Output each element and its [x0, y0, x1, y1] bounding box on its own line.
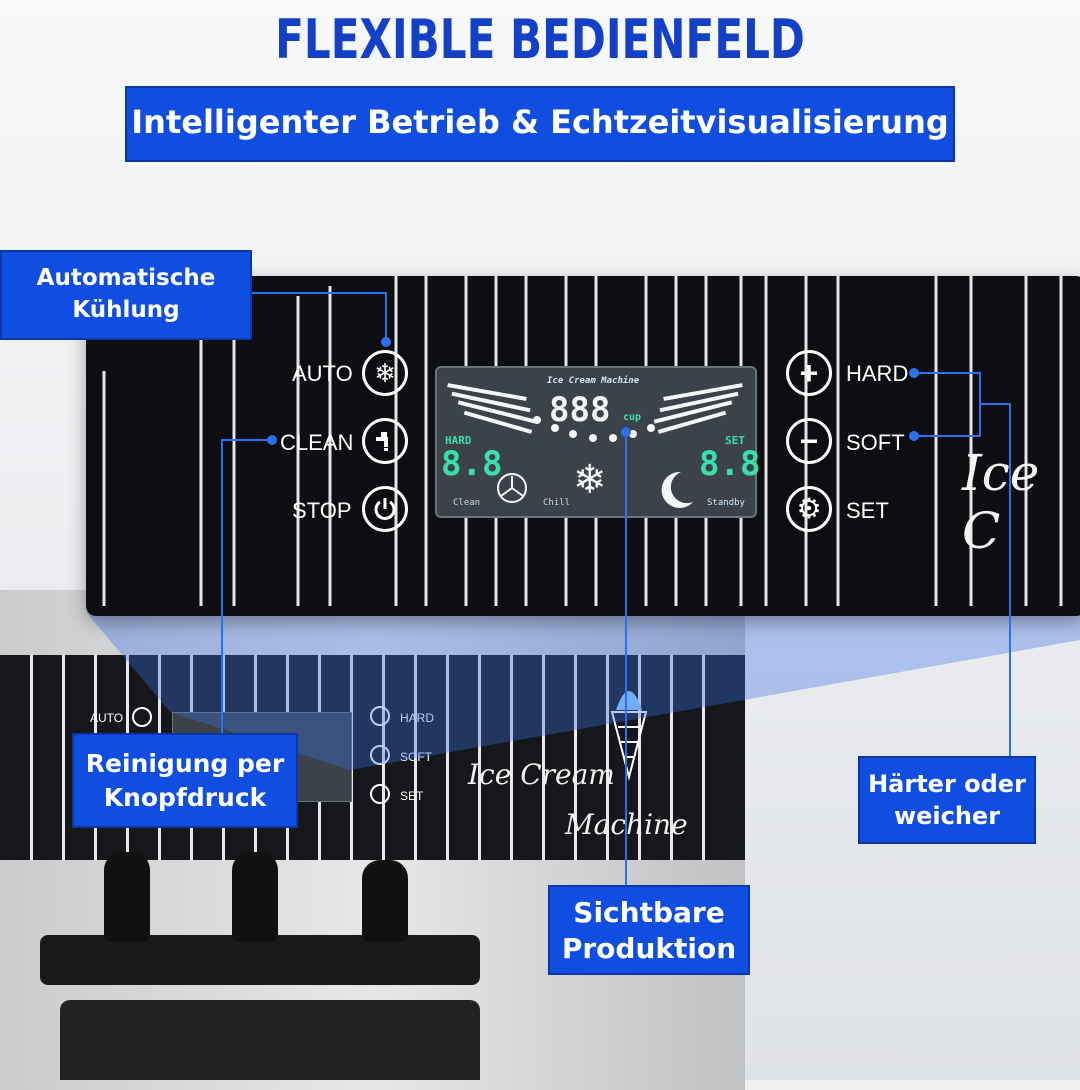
lcd-center-unit: cup — [623, 412, 642, 423]
subtitle-banner: Intelligenter Betrieb & Echtzeitvisualis… — [125, 86, 955, 162]
lcd-set-digits: 8.8 — [699, 444, 761, 484]
dispenser-handle-middle[interactable] — [232, 852, 278, 942]
set-label: SET — [846, 498, 889, 523]
soft-label: SOFT — [846, 430, 905, 455]
soft-button[interactable]: − — [786, 418, 832, 464]
small-snowflake-icon — [132, 707, 152, 727]
dispenser-handle-right[interactable] — [362, 860, 408, 942]
lcd-snowflake-icon: ❄ — [573, 458, 607, 502]
small-soft-label: SOFT — [400, 750, 432, 764]
small-hard-label: HARD — [400, 711, 435, 725]
small-set-label: SET — [400, 789, 424, 803]
lcd-chill-text: Chill — [543, 498, 571, 508]
small-gear-icon — [370, 784, 390, 804]
faucet-icon — [376, 432, 388, 451]
drip-tray — [60, 1000, 480, 1080]
panel-brand-script: Ice C — [962, 444, 1040, 560]
lcd-set-tag: SET — [725, 434, 745, 447]
set-button[interactable]: ⚙ — [786, 486, 832, 532]
clean-button[interactable] — [362, 418, 408, 464]
clean-label: CLEAN — [280, 430, 354, 455]
lcd-standby-text: Standby — [707, 498, 745, 508]
small-brand-line1: Ice Cream — [468, 758, 615, 791]
auto-button[interactable]: ❄ — [362, 350, 408, 396]
callout-hardness: Härter oder weicher — [858, 756, 1036, 844]
lcd-hard-tag: HARD — [445, 434, 472, 447]
power-icon — [374, 498, 396, 520]
plus-icon: + — [799, 355, 819, 391]
stop-label: STOP — [292, 498, 352, 523]
ice-cream-cone-icon — [610, 691, 648, 781]
auto-label: AUTO — [292, 361, 353, 386]
lcd-clean-text: Clean — [453, 498, 481, 508]
minus-icon: − — [799, 423, 819, 459]
page-title: FLEXIBLE BEDIENFELD — [275, 8, 805, 71]
lcd-header-text: Ice Cream Machine — [547, 376, 640, 386]
stop-button[interactable] — [362, 486, 408, 532]
small-plus-icon — [370, 706, 390, 726]
dispenser-handle-left[interactable] — [104, 852, 150, 942]
subtitle-text: Intelligenter Betrieb & Echtzeitvisualis… — [131, 103, 949, 141]
lcd-center-digits: 888 — [549, 390, 611, 430]
callout-cleaning: Reinigung per Knopfdruck — [72, 733, 298, 828]
small-auto-label: AUTO — [90, 711, 124, 725]
hard-label: HARD — [846, 361, 909, 386]
snowflake-icon: ❄ — [374, 358, 396, 388]
callout-cooling: Automatische Kühlung — [0, 250, 252, 340]
gear-icon: ⚙ — [796, 493, 822, 524]
hard-button[interactable]: + — [786, 350, 832, 396]
lcd-display: Ice Cream Machine 888 cup HARD 8.8 SET 8… — [435, 366, 761, 518]
callout-production: Sichtbare Produktion — [548, 885, 750, 975]
small-minus-icon — [370, 745, 390, 765]
lcd-hard-digits: 8.8 — [441, 444, 503, 484]
dispenser-bar — [40, 935, 480, 985]
